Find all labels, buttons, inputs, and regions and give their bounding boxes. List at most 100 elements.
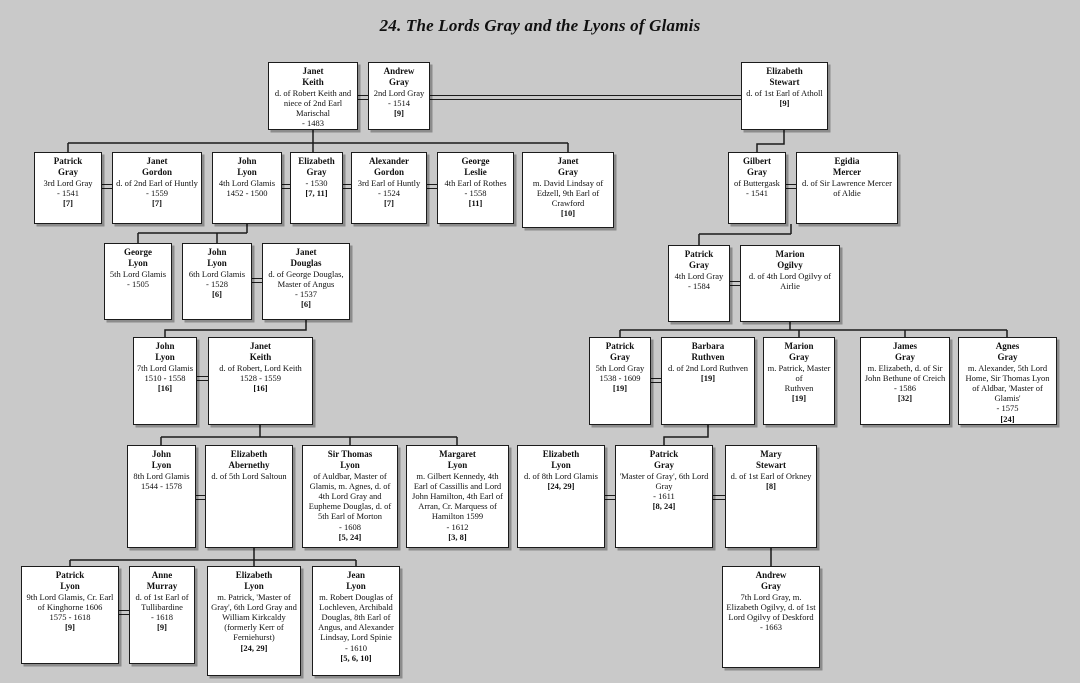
person-alexander-gordon: Alexander Gordon 3rd Earl of Huntly - 15… [351, 152, 427, 224]
descent-line-andrew-janet-children [67, 130, 569, 152]
descent-line-gilbert-egidia-patrick4 [698, 224, 792, 245]
person-details: m. Gilbert Kennedy, 4th Earl of Cassilli… [412, 470, 503, 532]
person-janet-keith-2: Janet Keith d. of Robert, Lord Keith 152… [208, 337, 313, 425]
person-name: Janet Douglas [290, 247, 322, 268]
person-details: 9th Lord Glamis, Cr. Earl of Kinghorne 1… [26, 591, 114, 622]
person-details: d. of 1st Earl of Tullibardine - 1618 [135, 591, 189, 622]
marriage-line-janetkeith-andrewgray [358, 95, 368, 100]
descent-line-patrick5-barbara-patrick6 [663, 425, 709, 445]
person-patrick-lyon-9th: Patrick Lyon 9th Lord Glamis, Cr. Earl o… [21, 566, 119, 664]
person-name: Margaret Lyon [439, 449, 476, 470]
marriage-line-patrick9-annemurray [119, 610, 129, 615]
marriage-line-patrick6-marystewart [713, 495, 725, 500]
person-details: 4th Earl of Rothes - 1558 [444, 177, 507, 198]
person-janet-keith-1: Janet Keith d. of Robert Keith and niece… [268, 62, 358, 130]
person-ref: [16] [157, 382, 173, 393]
marriage-line-patrick5-barbararuthven [651, 378, 661, 383]
person-name: Janet Keith [302, 66, 324, 87]
person-ref: [24, 29] [240, 642, 268, 653]
person-details: 3rd Earl of Huntly - 1524 [357, 177, 421, 198]
person-name: Janet Keith [249, 341, 272, 362]
marriage-line-patrick3-janetgordon [102, 184, 112, 189]
person-name: Gilbert Gray [743, 156, 771, 177]
person-george-lyon-5th: George Lyon 5th Lord Glamis - 1505 [104, 243, 172, 320]
person-ref: [7] [63, 197, 73, 208]
person-ref: [7] [384, 197, 394, 208]
person-ref: [9] [157, 622, 167, 633]
person-name: John Lyon [237, 156, 257, 177]
person-ref: [24, 29] [547, 480, 575, 491]
person-details: d. of 1st Earl of Orkney [730, 470, 812, 481]
marriage-line-elizabethgray-alexandergordon [343, 184, 351, 189]
person-details: m. Patrick, Master of Ruthven [767, 362, 831, 393]
descent-line-john4-elizabeth-children [137, 224, 248, 243]
person-name: Patrick Gray [684, 249, 714, 270]
marriage-line-john6-janetdouglas [252, 278, 262, 283]
person-ref: [11] [468, 197, 483, 208]
person-ref: [5, 6, 10] [340, 652, 372, 663]
person-ref: [9] [779, 97, 790, 108]
person-ref: [3, 8] [448, 531, 467, 542]
person-ref: [24] [1000, 413, 1015, 424]
person-patrick-gray-5th: Patrick Gray 5th Lord Gray 1538 - 1609 [… [589, 337, 651, 425]
person-details: m. Robert Douglas of Lochleven, Archibal… [318, 591, 394, 653]
person-elizabeth-abernethy: Elizabeth Abernethy d. of 5th Lord Salto… [205, 445, 293, 548]
person-details: 5th Lord Gray 1538 - 1609 [595, 362, 645, 383]
descent-line-john8-elizabeth-children [69, 548, 357, 566]
person-elizabeth-lyon-daughter: Elizabeth Lyon m. Patrick, 'Master of Gr… [207, 566, 301, 676]
person-margaret-lyon: Margaret Lyon m. Gilbert Kennedy, 4th Ea… [406, 445, 509, 548]
person-name: Marion Ogilvy [775, 249, 805, 270]
person-details: d. of Robert Keith and niece of 2nd Earl… [274, 87, 352, 129]
person-sir-thomas-lyon: Sir Thomas Lyon of Auldbar, Master of Gl… [302, 445, 398, 548]
person-name: Elizabeth Lyon [235, 570, 273, 591]
person-details: m. Elizabeth, d. of Sir John Bethune of … [864, 362, 946, 393]
person-ref: [8, 24] [652, 501, 676, 512]
person-name: Mary Stewart [756, 449, 786, 470]
person-agnes-gray: Agnes Gray m. Alexander, 5th Lord Home, … [958, 337, 1057, 425]
person-name: Alexander Gordon [369, 156, 409, 177]
person-name: George Leslie [461, 156, 490, 177]
person-details: d. of 5th Lord Saltoun [211, 470, 287, 481]
person-ref: [16] [253, 382, 268, 393]
person-ref: [7, 11] [305, 187, 328, 198]
person-name: Andrew Gray [383, 66, 415, 87]
person-ref: [5, 24] [338, 531, 362, 542]
person-janet-gordon: Janet Gordon d. of 2nd Earl of Huntly - … [112, 152, 202, 224]
person-details: d. of 4th Lord Ogilvy of Airlie [748, 270, 832, 291]
person-details: d. of Robert, Lord Keith 1528 - 1559 [219, 362, 302, 383]
person-name: Patrick Lyon [55, 570, 85, 591]
person-elizabeth-lyon-wife: Elizabeth Lyon d. of 8th Lord Glamis [24… [517, 445, 605, 548]
marriage-line-john8-elizabethabernethy [196, 495, 205, 500]
chart-title: 24. The Lords Gray and the Lyons of Glam… [379, 16, 701, 35]
person-janet-gray: Janet Gray m. David Lindsay of Edzell, 9… [522, 152, 614, 228]
marriage-line-john4-elizabethgray [282, 184, 290, 189]
person-jean-lyon: Jean Lyon m. Robert Douglas of Lochleven… [312, 566, 400, 676]
person-name: Patrick Gray [649, 449, 679, 470]
person-details: - 1530 [305, 177, 328, 188]
person-details: 6th Lord Glamis - 1528 [188, 268, 246, 289]
marriage-line-elizabethlyon-patrick6 [605, 495, 615, 500]
descent-line-patrick4-marion-children [619, 322, 1008, 337]
person-details: 7th Lord Gray, m. Elizabeth Ogilvy, d. o… [726, 591, 816, 633]
person-name: Barbara Ruthven [691, 341, 725, 362]
marriage-line-patrick4-marionogilvy [730, 281, 740, 286]
person-ref: [9] [394, 107, 404, 118]
person-details: m. David Lindsay of Edzell, 9th Earl of … [532, 177, 604, 208]
person-name: John Lyon [151, 449, 172, 470]
person-details: 5th Lord Glamis - 1505 [109, 268, 167, 289]
person-details: d. of 2nd Lord Ruthven [667, 362, 749, 373]
descent-line-john6-janet-john7 [164, 320, 307, 337]
person-john-lyon-7th: John Lyon 7th Lord Glamis 1510 - 1558 [1… [133, 337, 197, 425]
person-details: d. of 1st Earl of Atholl [746, 87, 823, 98]
person-name: Marion Gray [784, 341, 814, 362]
person-details: of Auldbar, Master of Glamis, m. Agnes, … [308, 470, 392, 532]
person-name: Elizabeth Gray [298, 156, 335, 177]
person-details: 4th Lord Gray - 1584 [674, 270, 724, 291]
person-barbara-ruthven: Barbara Ruthven d. of 2nd Lord Ruthven [… [661, 337, 755, 425]
descent-line-john7-janet-children [160, 425, 458, 445]
person-patrick-gray-4th: Patrick Gray 4th Lord Gray - 1584 [668, 245, 730, 322]
person-ref: [10] [560, 208, 576, 219]
person-details: 'Master of Gray', 6th Lord Gray - 1611 [619, 470, 709, 501]
person-details: 2nd Lord Gray - 1514 [373, 87, 425, 108]
